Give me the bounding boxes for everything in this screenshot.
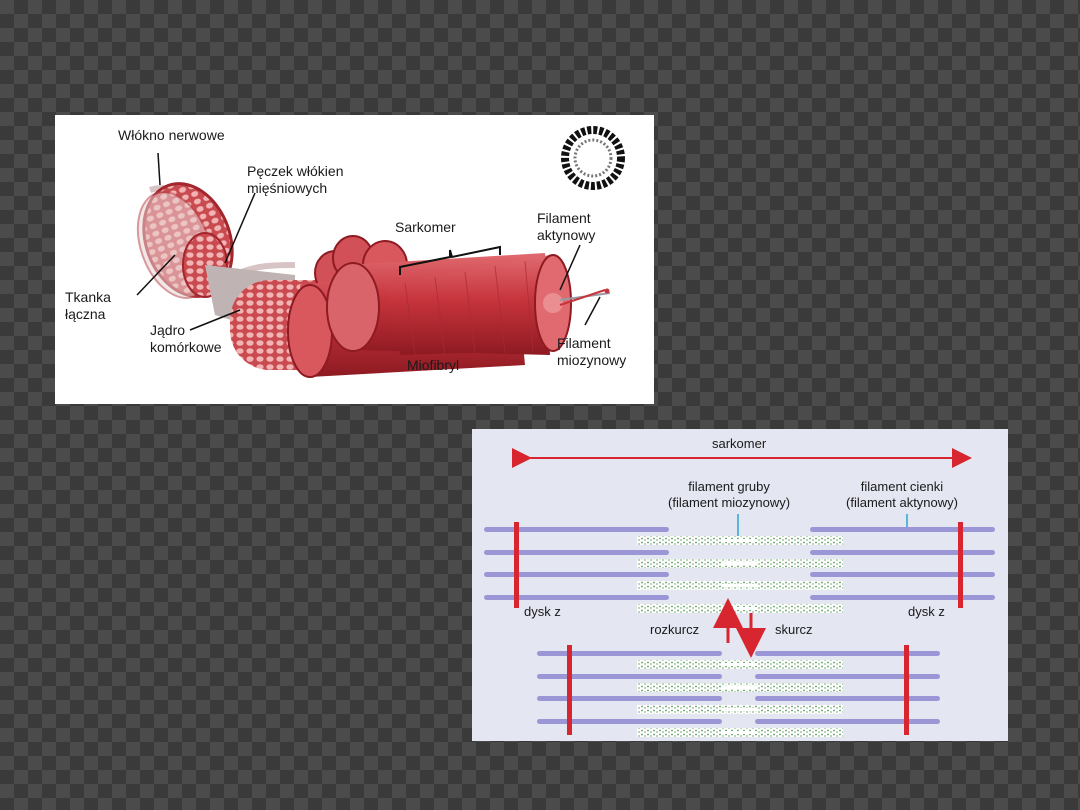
label-z-disc-left: dysk z [524,604,561,619]
leader-lines [136,152,601,331]
label-z-disc-right: dysk z [908,604,945,619]
label-fiber-bundle: Pęczek włókien mięśniowych [247,163,344,196]
cross-section-icon [561,126,625,190]
z-disc-left-contracted [567,645,572,735]
muscle-structure-diagram: Włókno nerwowe Pęczek włókien mięśniowyc… [55,115,654,404]
label-relaxation: rozkurcz [650,622,700,637]
z-disc-left [514,522,519,608]
label-myofibril: Miofibryl [407,357,460,373]
label-cell-nucleus: Jądro komórkowe [150,322,222,355]
contracted-sarcomere [537,645,940,737]
label-actin-filament: Filament aktynowy [537,210,596,243]
sarcomere-diagram: sarkomer filament gruby (filament miozyn… [472,429,1008,741]
label-thick-filament: filament gruby (filament miozynowy) [668,479,791,510]
muscle-illustration [136,126,625,378]
z-disc-right-contracted [904,645,909,735]
label-myosin-filament: Filament miozynowy [557,335,627,368]
myofibril [385,254,572,356]
relaxed-sarcomere [484,522,995,613]
label-connective-tissue: Tkanka łączna [65,289,111,322]
label-sarcomere: Sarkomer [395,219,456,235]
z-disc-right [958,522,963,608]
sarcomere-bracket [399,245,501,275]
label-sarcomere-span: sarkomer [712,436,767,451]
myosin-filament-line [559,289,606,306]
label-contraction: skurcz [775,622,813,637]
sarcomere-illustration [484,448,995,737]
label-thin-filament: filament cienki (filament aktynowy) [846,479,958,510]
label-nerve-fiber: Włókno nerwowe [118,127,225,143]
